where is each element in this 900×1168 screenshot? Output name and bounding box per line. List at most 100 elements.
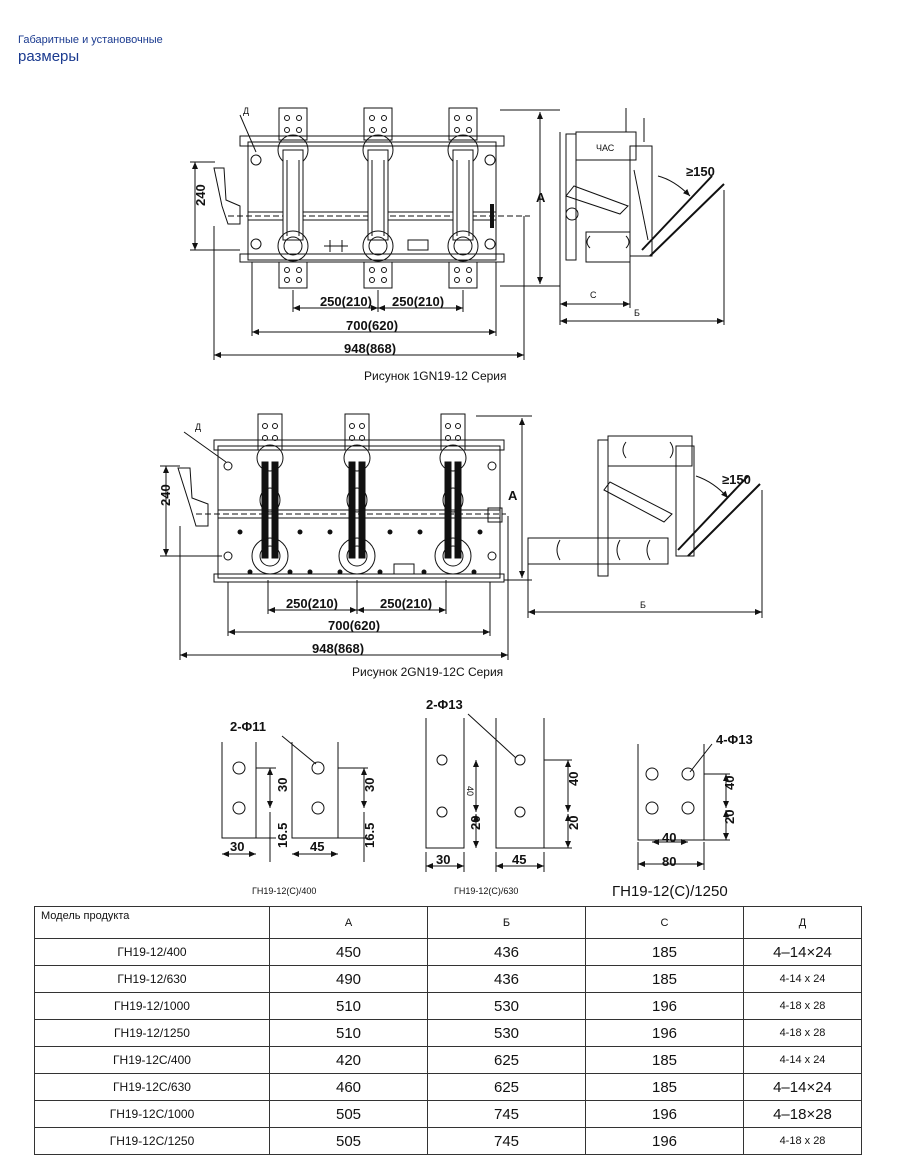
- header-c: С: [585, 906, 744, 939]
- detail-630-dim-1: 40: [566, 772, 581, 786]
- cell-b: 530: [427, 1019, 586, 1047]
- fig1-outer-label: 948(868): [344, 341, 396, 356]
- cell-a: 510: [269, 1019, 428, 1047]
- fig2-b-label: Б: [640, 600, 646, 610]
- fig1-height-label: 240: [193, 184, 208, 206]
- cell-a: 460: [269, 1073, 428, 1101]
- figure1-side-view: [559, 108, 725, 325]
- cell-b: 530: [427, 992, 586, 1020]
- detail-1250-dim-2: 20: [722, 810, 737, 824]
- page-title: размеры: [18, 48, 80, 65]
- detail-400-dim-1: 30: [275, 778, 290, 792]
- detail-400: [221, 735, 368, 862]
- fig1-pitch1-label: 250(210): [320, 294, 372, 309]
- cell-b: 625: [427, 1073, 586, 1101]
- detail-400-caption: ГН19-12(С)/400: [252, 886, 316, 896]
- header-model: Модель продукта: [34, 906, 270, 939]
- fig2-outer-label: 948(868): [312, 641, 364, 656]
- cell-c: 185: [585, 1046, 744, 1074]
- detail-630-caption: ГН19-12(С)/630: [454, 886, 518, 896]
- cell-c: 196: [585, 1127, 744, 1155]
- page-subtitle: Габаритные и установочные: [18, 34, 163, 46]
- header-a: А: [269, 906, 428, 939]
- detail-400-dim-4: 30: [230, 839, 244, 854]
- detail-400-dim-5: 45: [310, 839, 324, 854]
- cell-a: 420: [269, 1046, 428, 1074]
- figure1-front-view: [213, 107, 530, 289]
- fig1-a-label: A: [536, 190, 546, 205]
- detail-630-dim-3: 30: [436, 852, 450, 867]
- table-header-row: Модель продукта А Б С Д: [34, 906, 862, 939]
- detail-1250-dim-3: 40: [662, 830, 676, 845]
- detail-630: [425, 713, 572, 872]
- detail-1250-holes: 4-Φ13: [716, 732, 753, 747]
- detail-630-rotated-mark: 40: [465, 786, 475, 796]
- detail-1250-dim-1: 40: [722, 776, 737, 790]
- figure1-caption: Рисунок 1GN19-12 Серия: [364, 369, 507, 383]
- fig2-height-label: 240: [158, 484, 173, 506]
- cell-c: 196: [585, 992, 744, 1020]
- cell-c: 185: [585, 965, 744, 993]
- cell-d: 4-18 x 28: [743, 992, 862, 1020]
- cell-a: 490: [269, 965, 428, 993]
- fig1-pitch2-label: 250(210): [392, 294, 444, 309]
- cell-model: ГН19-12/1250: [34, 1019, 270, 1047]
- cell-model: ГН19-12/1000: [34, 992, 270, 1020]
- cell-model: ГН19-12С/1000: [34, 1100, 270, 1128]
- cell-b: 625: [427, 1046, 586, 1074]
- detail-630-dim-2: 20: [566, 816, 581, 830]
- cell-b: 436: [427, 965, 586, 993]
- fig2-angle-label: ≥150: [722, 472, 751, 487]
- cell-d: 4-18 x 28: [743, 1127, 862, 1155]
- fig2-a-label: A: [508, 488, 518, 503]
- technical-drawings: 250(210) 250(210) 700(620) 948(868) 240 …: [158, 106, 763, 900]
- cell-model: ГН19-12С/630: [34, 1073, 270, 1101]
- fig1-b-label: Б: [634, 308, 640, 318]
- cell-a: 510: [269, 992, 428, 1020]
- cell-c: 196: [585, 1019, 744, 1047]
- header-b: Б: [427, 906, 586, 939]
- fig2-pitch1-label: 250(210): [286, 596, 338, 611]
- cell-d: 4–18×28: [743, 1100, 862, 1128]
- cell-a: 505: [269, 1100, 428, 1128]
- detail-1250-caption: ГН19-12(С)/1250: [612, 883, 728, 900]
- cell-d: 4-14 x 24: [743, 1046, 862, 1074]
- fig2-pitch2-label: 250(210): [380, 596, 432, 611]
- detail-1250-dim-4: 80: [662, 854, 676, 869]
- cell-model: ГН19-12С/400: [34, 1046, 270, 1074]
- header-d: Д: [743, 906, 862, 939]
- cell-d: 4-18 x 28: [743, 1019, 862, 1047]
- cell-b: 436: [427, 938, 586, 966]
- cell-c: 185: [585, 938, 744, 966]
- detail-400-dim-6: 16.5: [362, 823, 377, 848]
- cell-b: 745: [427, 1127, 586, 1155]
- cell-b: 745: [427, 1100, 586, 1128]
- cell-model: ГН19-12/630: [34, 965, 270, 993]
- cell-a: 505: [269, 1127, 428, 1155]
- cell-model: ГН19-12/400: [34, 938, 270, 966]
- fig1-angle-label: ≥150: [686, 164, 715, 179]
- figure2-caption: Рисунок 2GN19-12C Серия: [352, 665, 503, 679]
- figure2-dimensions: [160, 415, 532, 660]
- detail-400-holes: 2-Φ11: [230, 719, 266, 734]
- cell-d: 4–14×24: [743, 1073, 862, 1101]
- cell-a: 450: [269, 938, 428, 966]
- detail-630-dim-6: 45: [512, 852, 526, 867]
- fig1-insulator-tag: ЧАС: [596, 143, 615, 153]
- figure1-dimensions: [190, 109, 560, 360]
- detail-400-dim-3: 16.5: [275, 823, 290, 848]
- fig2-inner-label: 700(620): [328, 618, 380, 633]
- detail-1250: [637, 743, 730, 870]
- detail-400-dim-2: 30: [362, 778, 377, 792]
- cell-d: 4–14×24: [743, 938, 862, 966]
- figure2-side-view: [527, 435, 763, 618]
